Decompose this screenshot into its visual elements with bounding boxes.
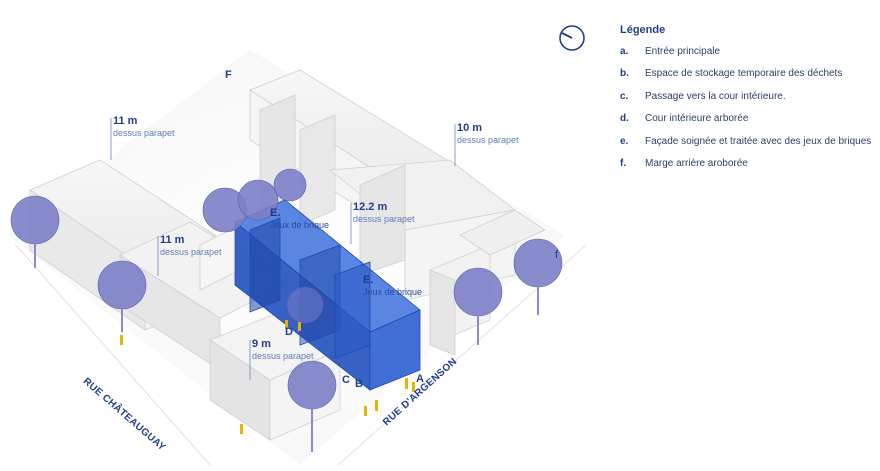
facade-caption: Jeux de brique — [363, 287, 423, 297]
tree — [10, 195, 60, 268]
legend-item: b. Espace de stockage temporaire des déch… — [620, 68, 842, 79]
height-value: 12.2 m — [353, 201, 388, 213]
tree — [97, 260, 147, 332]
legend-item: c. Passage vers la cour intérieure. — [620, 91, 786, 102]
legend-item: d. Cour intérieure arborée — [620, 113, 748, 124]
marker-f-right: f — [555, 249, 559, 261]
tree — [286, 286, 324, 324]
height-label: 10 m dessus parapet — [457, 123, 519, 145]
height-leader-lines — [110, 118, 456, 380]
marker-f-upper: F — [225, 69, 232, 81]
tree — [287, 360, 337, 452]
right-block-buildings — [249, 69, 546, 356]
marker-b: B — [355, 378, 363, 390]
legend-key: e. — [620, 136, 629, 147]
tree — [453, 267, 503, 345]
north-arrow-icon — [559, 25, 585, 51]
legend-title: Légende — [620, 24, 666, 36]
legend-text: Façade soignée et traitée avec des jeux … — [645, 136, 872, 147]
legend-text: Marge arrière aroborée — [645, 158, 748, 169]
facade-label: E. Jeux de brique — [270, 208, 329, 230]
marker-c: C — [342, 374, 350, 386]
marker-a: A — [416, 373, 424, 385]
legend-text: Cour intérieure arborée — [645, 113, 749, 124]
tree — [513, 238, 563, 315]
marker-d: D — [285, 326, 293, 338]
tree — [202, 168, 307, 233]
legend-key: c. — [620, 91, 629, 102]
legend-key: b. — [620, 68, 629, 79]
height-label: 11 m dessus parapet — [160, 235, 222, 257]
height-label: 12.2 m dessus parapet — [353, 202, 415, 224]
legend-item: e. Façade soignée et traitée avec des jeu… — [620, 136, 871, 147]
legend-text: Passage vers la cour intérieure. — [645, 91, 786, 102]
facade-letter: E. — [363, 274, 374, 286]
height-value: 11 m — [160, 234, 185, 246]
legend-item: f. Marge arrière aroborée — [620, 158, 748, 169]
facade-label: E. Jeux de brique — [363, 275, 422, 297]
height-caption: dessus parapet — [160, 247, 222, 257]
legend-text: Entrée principale — [645, 46, 721, 57]
legend-text: Espace de stockage temporaire des déchet… — [645, 68, 843, 79]
facade-letter: E. — [270, 207, 281, 219]
height-value: 11 m — [113, 115, 138, 127]
trees — [10, 168, 563, 452]
height-value: 10 m — [457, 122, 483, 134]
height-caption: dessus parapet — [113, 128, 175, 138]
height-value: 9 m — [252, 338, 271, 350]
height-label: 9 m dessus parapet — [252, 339, 314, 361]
people — [120, 320, 415, 434]
height-caption: dessus parapet — [353, 214, 415, 224]
legend-key: a. — [620, 46, 629, 57]
height-caption: dessus parapet — [252, 351, 314, 361]
height-label: 11 m dessus parapet — [113, 116, 175, 138]
legend-key: d. — [620, 113, 629, 124]
facade-caption: Jeux de brique — [270, 220, 330, 230]
legend-key: f. — [620, 158, 627, 169]
legend-item: a. Entrée principale — [620, 46, 720, 57]
height-caption: dessus parapet — [457, 135, 519, 145]
